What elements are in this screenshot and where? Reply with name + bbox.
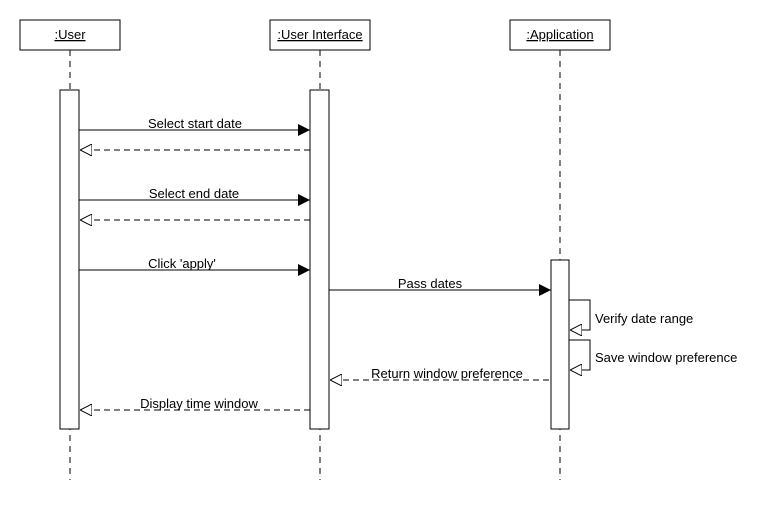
message-select-end-date: Select end date — [79, 186, 310, 206]
message-label: Select start date — [148, 116, 242, 131]
participant-user: :User — [19, 19, 121, 51]
participant-ui-label: :User Interface — [277, 27, 362, 42]
activation-user — [59, 89, 80, 430]
message-label: Display time window — [140, 396, 258, 411]
participant-app-label: :Application — [526, 27, 593, 42]
message-return-window-preference: Return window preference — [330, 366, 549, 381]
message-display-time-window: Display time window — [80, 396, 310, 411]
participant-user-label: :User — [54, 27, 86, 42]
message-verify-date-range: Verify date range — [569, 299, 693, 330]
message-label: Select end date — [149, 186, 239, 201]
message-label: Pass dates — [398, 276, 463, 291]
activation-app — [550, 259, 570, 430]
message-label: Verify date range — [595, 311, 693, 326]
message-select-start-date: Select start date — [79, 116, 310, 136]
message-label: Click 'apply' — [148, 256, 216, 271]
message-click-apply: Click 'apply' — [79, 256, 310, 276]
message-label: Save window preference — [595, 350, 737, 365]
participant-app: :Application — [509, 19, 611, 51]
activation-ui — [309, 89, 330, 430]
message-save-window-preference: Save window preference — [569, 339, 737, 370]
message-label: Return window preference — [371, 366, 523, 381]
participant-ui: :User Interface — [269, 19, 371, 51]
message-pass-dates: Pass dates — [329, 276, 551, 296]
